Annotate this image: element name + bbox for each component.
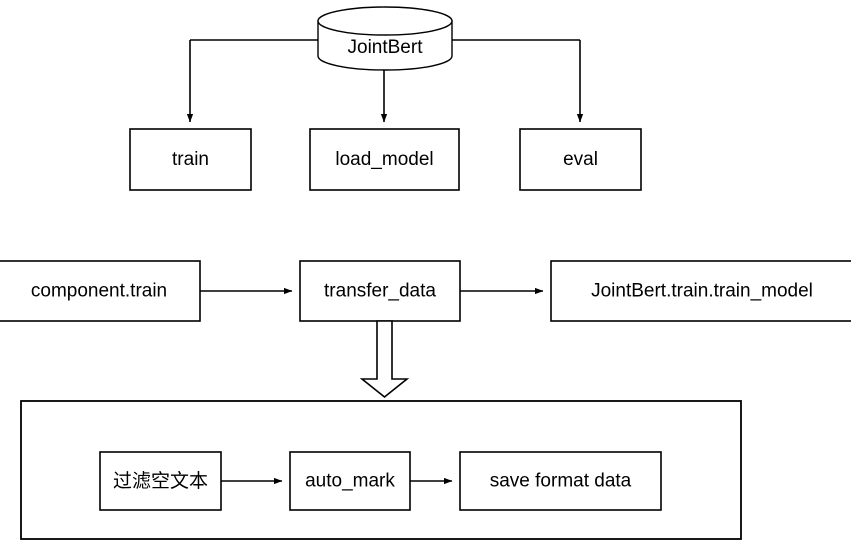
node-transfer-data[interactable]: transfer_data [299,260,461,322]
node-jointbert-train-train-model[interactable]: JointBert.train.train_model [550,260,851,322]
node-filter-empty-text[interactable]: 过滤空文本 [99,451,222,511]
node-auto-mark-label: auto_mark [305,471,395,492]
node-jointbert-train-train-model-label: JointBert.train.train_model [591,281,813,302]
node-save-format-data-label: save format data [490,471,632,492]
node-train[interactable]: train [129,128,252,191]
node-eval-label: eval [563,149,598,170]
node-load-model[interactable]: load_model [309,128,460,191]
node-component-train-label: component.train [31,281,167,302]
node-transfer-data-label: transfer_data [324,281,436,302]
node-save-format-data[interactable]: save format data [459,451,662,511]
node-jointbert-label: JointBert [348,37,424,58]
node-jointbert[interactable]: JointBert [317,6,453,71]
edge-transfer-data-to-pipeline-block-arrow [359,320,410,399]
node-filter-empty-text-label: 过滤空文本 [113,470,208,492]
node-component-train[interactable]: component.train [0,260,201,322]
node-auto-mark[interactable]: auto_mark [289,451,411,511]
node-train-label: train [172,149,209,170]
node-load-model-label: load_model [335,149,433,170]
node-eval[interactable]: eval [519,128,642,191]
